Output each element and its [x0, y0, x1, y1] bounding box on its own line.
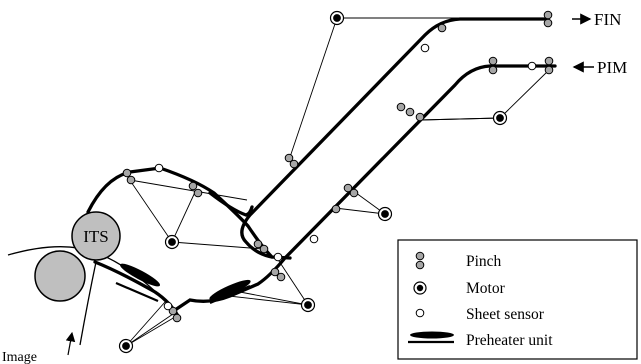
pinch [122, 168, 132, 178]
sheet-sensor [273, 252, 283, 262]
sheet-sensor [309, 234, 319, 244]
pinch [193, 188, 203, 198]
motor [164, 234, 180, 250]
pinch [405, 107, 415, 117]
legend: Pinch Motor Sheet sensor Preheater unit [397, 239, 638, 360]
motor [300, 297, 316, 313]
pinch [289, 159, 299, 169]
legend-pinch: Pinch [466, 253, 502, 270]
pinch [168, 306, 178, 316]
pinch-rollers [122, 10, 554, 323]
sheet-sensor [527, 61, 537, 71]
pinch [488, 56, 498, 66]
image-input: Image [2, 331, 76, 364]
pinch [543, 10, 553, 20]
feed-roller [34, 250, 86, 302]
sheet-sensor [420, 43, 430, 53]
image-label: Image [2, 350, 37, 364]
pinch [253, 239, 263, 249]
motor [118, 338, 134, 354]
pinch [126, 175, 136, 185]
pinch [544, 56, 554, 66]
pinch [284, 153, 294, 163]
legend-sheet-sensor: Sheet sensor [466, 306, 545, 323]
pinch [437, 23, 447, 33]
its-roller: ITS [71, 211, 121, 261]
legend-preheater: Preheater unit [466, 332, 553, 349]
pinch [415, 112, 425, 122]
pim-label: PIM [597, 58, 627, 77]
pinch [343, 183, 353, 193]
arrow-up-icon [65, 331, 76, 356]
pinch [172, 313, 182, 323]
sheet-sensor [154, 163, 164, 173]
pim-input: PIM [572, 58, 627, 77]
fin-label: FIN [594, 10, 621, 29]
motor [329, 10, 345, 26]
motors [118, 10, 508, 354]
motor [492, 110, 508, 126]
pinch [396, 102, 406, 112]
legend-motor: Motor [466, 280, 506, 297]
sheet-sensors [154, 43, 537, 311]
pinch [188, 181, 198, 191]
motor [377, 206, 393, 222]
its-label: ITS [83, 227, 109, 246]
preheater-units [115, 263, 251, 305]
pinch [276, 272, 286, 282]
pinch [270, 267, 280, 277]
pinch [331, 204, 341, 214]
pinch [488, 65, 498, 75]
pinch [259, 244, 269, 254]
pinch [544, 65, 554, 75]
pinch [543, 18, 553, 28]
sheet-sensor [163, 301, 173, 311]
fin-output: FIN [572, 10, 621, 29]
pinch [349, 188, 359, 198]
